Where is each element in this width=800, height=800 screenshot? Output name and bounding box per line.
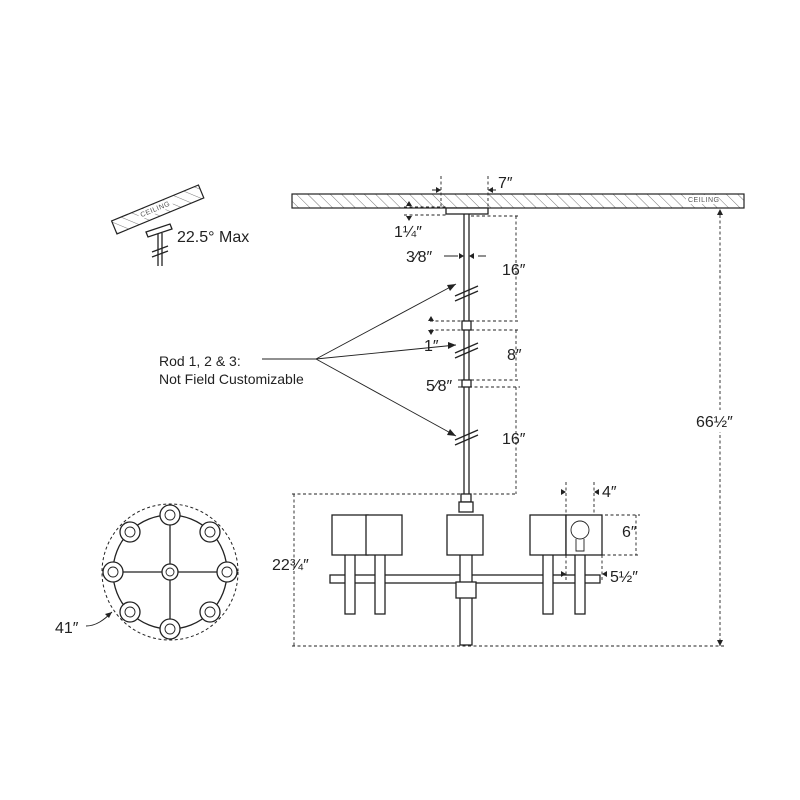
shade-dims: 4″ 6″ 5½″: [561, 482, 640, 586]
coupler1-dim: 1″: [424, 338, 439, 355]
plan-view: 41″: [55, 503, 239, 641]
canopy-width-dim: 7″: [498, 175, 513, 192]
rod-note-line2: Not Field Customizable: [159, 371, 304, 387]
overall-height-dim: 66½″: [696, 414, 733, 431]
ceiling: CEILING: [291, 193, 745, 209]
fixture-height-dim-group: 22¾″: [272, 493, 516, 646]
arm-column-4: [565, 514, 603, 615]
arm-column-3: [529, 514, 567, 615]
canopy: 7″ 1¼″: [394, 175, 513, 241]
shade-height-dim: 6″: [622, 524, 637, 541]
rod2-length-dim: 8″: [507, 347, 522, 364]
shade-bottom-dim: 5½″: [610, 569, 638, 586]
plan-shades: [102, 504, 238, 640]
rod3-length-dim: 16″: [502, 431, 526, 448]
rod-note-line1: Rod 1, 2 & 3:: [159, 353, 241, 369]
downrod: 3⁄8″ 16″ 1″ 8″ 5⁄8″ 16″: [406, 214, 526, 503]
arm-column-2: [365, 514, 403, 615]
sloped-ceiling-detail: CEILING 22.5° Max: [110, 184, 249, 266]
fixture-height-dim: 22¾″: [272, 557, 309, 574]
coupler2-dim: 5⁄8″: [426, 378, 452, 395]
rod1-length-dim: 16″: [502, 262, 526, 279]
arm-column-1: [331, 514, 369, 615]
slope-max-label: 22.5° Max: [177, 229, 249, 246]
canopy-height-dim: 1¼″: [394, 224, 422, 241]
center-shade: [446, 514, 484, 556]
diameter-dim: 41″: [55, 620, 79, 637]
shade-top-dim: 4″: [602, 484, 617, 501]
overall-height-dim-group: 66½″: [292, 209, 752, 647]
rod-note: Rod 1, 2 & 3: Not Field Customizable: [159, 283, 457, 437]
ceiling-label: CEILING: [688, 197, 720, 204]
rod-diameter-dim: 3⁄8″: [406, 249, 432, 266]
chandelier-body: [329, 501, 603, 646]
